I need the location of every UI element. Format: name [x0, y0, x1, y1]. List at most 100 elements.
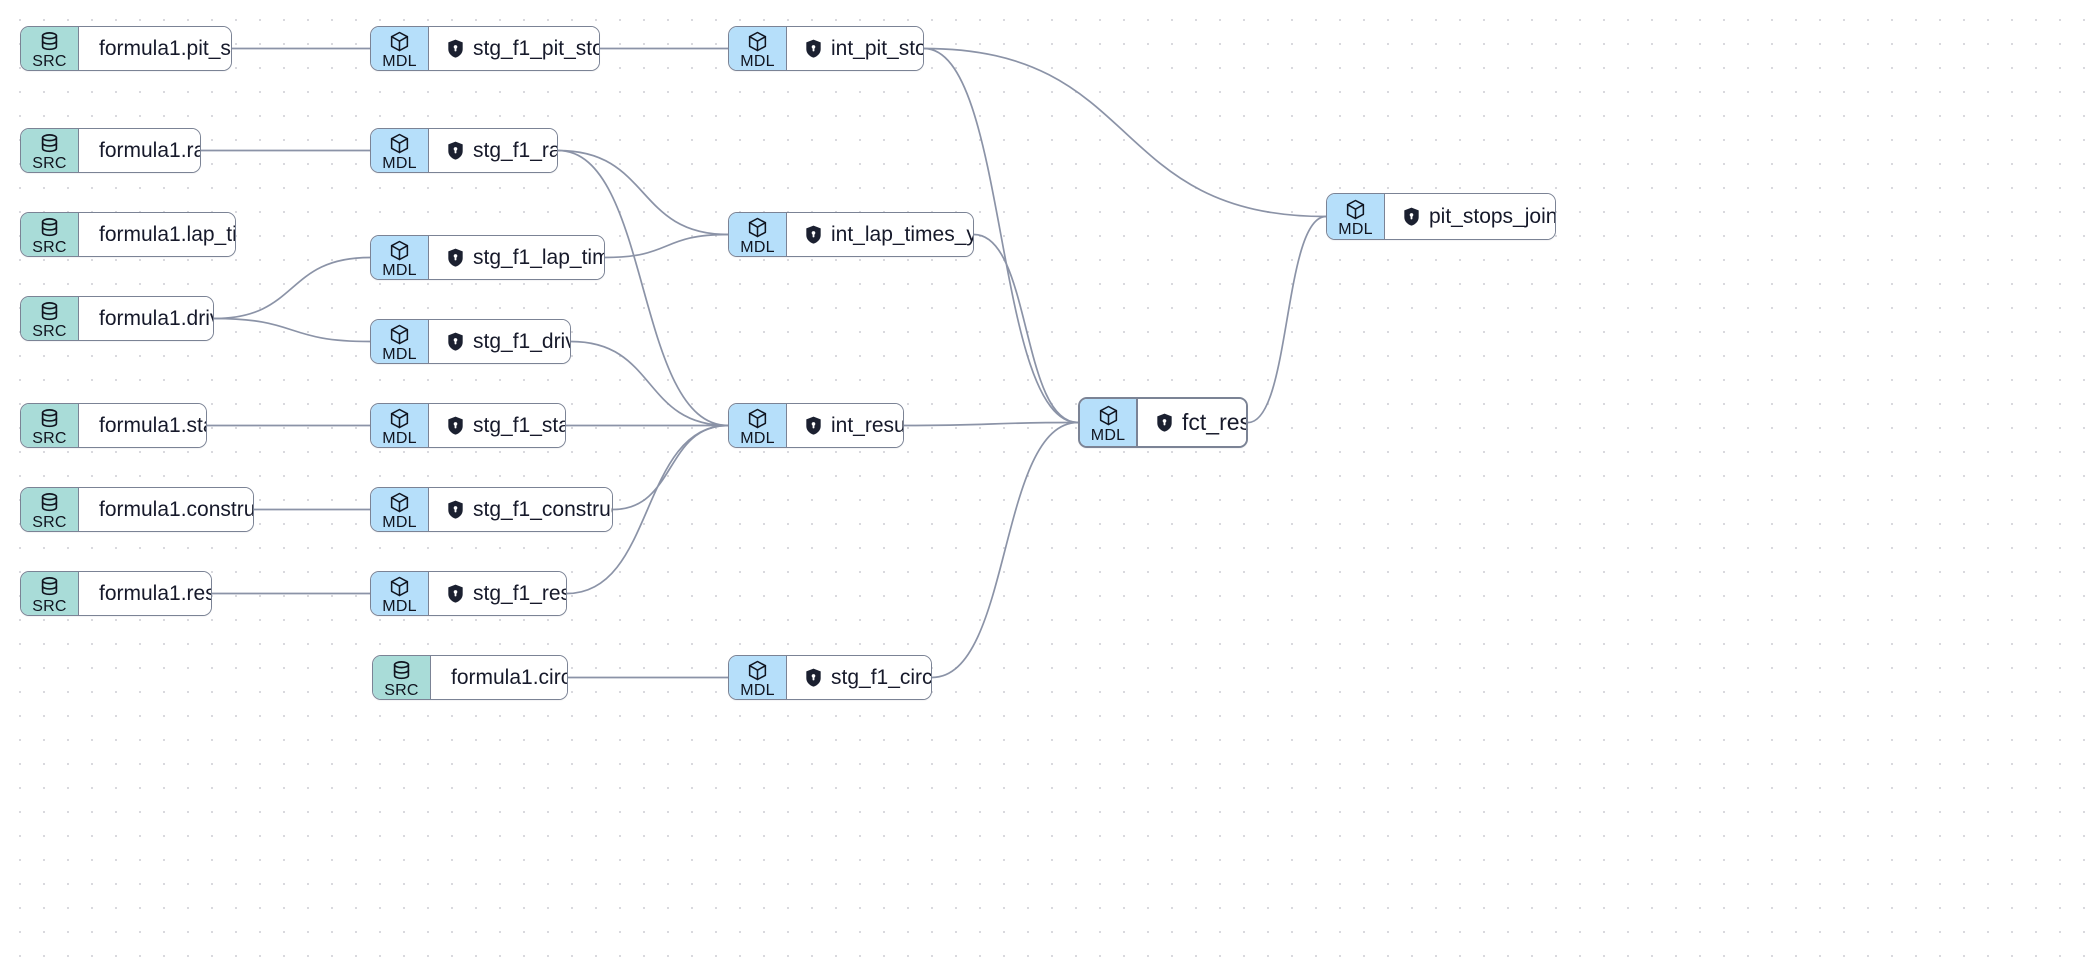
node-label: formula1.status [99, 414, 206, 437]
database-icon [38, 30, 61, 53]
node-label: stg_f1_drivers [473, 330, 570, 353]
shield-icon [805, 39, 822, 58]
edge-stg_races-to-int_lap_times_yrs [557, 149, 729, 236]
database-icon [390, 659, 413, 682]
model-badge: MDL [371, 320, 429, 363]
graph-node-int_results[interactable]: MDL int_results [728, 403, 904, 448]
node-body: formula1.pit_stops [79, 27, 231, 70]
source-badge: SRC [21, 572, 79, 615]
cube-icon [746, 407, 769, 430]
shield-icon [447, 141, 464, 160]
model-badge: MDL [729, 404, 787, 447]
node-label: fct_results [1182, 409, 1246, 435]
shield-icon [447, 416, 464, 435]
cube-icon [1097, 404, 1120, 427]
node-body: formula1.circuits [431, 656, 567, 699]
shield-icon [805, 416, 822, 435]
graph-node-src_status[interactable]: SRC formula1.status [20, 403, 207, 448]
shield-icon [1403, 207, 1420, 226]
node-body: formula1.drivers [79, 297, 213, 340]
graph-node-int_lap_times_yrs[interactable]: MDL int_lap_times_years [728, 212, 974, 257]
cube-icon [388, 407, 411, 430]
edge-stg_lap_times-to-int_lap_times_yrs [604, 233, 729, 259]
node-label: pit_stops_joined [1429, 205, 1556, 228]
node-kind-label: MDL [740, 52, 775, 70]
model-badge: MDL [371, 27, 429, 70]
model-badge: MDL [371, 129, 429, 172]
node-body: stg_f1_pit_stops [429, 27, 599, 70]
model-badge: MDL [729, 656, 787, 699]
node-body: fct_results [1138, 399, 1246, 446]
edge-stg_constructors-to-int_results [612, 424, 729, 511]
cube-icon [746, 30, 769, 53]
edge-int_lap_times_yrs-to-fct_results [973, 233, 1079, 424]
model-badge: MDL [371, 572, 429, 615]
node-label: formula1.lap_times [99, 223, 236, 246]
graph-node-src_results[interactable]: SRC formula1.results [20, 571, 212, 616]
graph-node-src_pit_stops[interactable]: SRC formula1.pit_stops [20, 26, 232, 71]
node-kind-label: SRC [32, 597, 67, 615]
node-label: formula1.circuits [451, 666, 567, 689]
node-body: int_lap_times_years [787, 213, 973, 256]
node-body: formula1.results [79, 572, 211, 615]
node-label: formula1.drivers [99, 307, 213, 330]
cube-icon [746, 216, 769, 239]
shield-icon [447, 39, 464, 58]
database-icon [38, 216, 61, 239]
shield-icon [447, 332, 464, 351]
node-body: stg_f1_constructors [429, 488, 612, 531]
edge-stg_races-to-int_results [557, 149, 729, 427]
graph-node-stg_results[interactable]: MDL stg_f1_results [370, 571, 567, 616]
graph-node-fct_results[interactable]: MDL fct_results [1078, 397, 1248, 448]
node-kind-label: MDL [740, 238, 775, 256]
shield-icon [1156, 413, 1173, 432]
node-label: formula1.pit_stops [99, 37, 231, 60]
database-icon [38, 300, 61, 323]
node-kind-label: SRC [32, 238, 67, 256]
edge-stg_circuits-to-fct_results [931, 421, 1079, 679]
node-label: stg_f1_status [473, 414, 565, 437]
graph-node-stg_drivers[interactable]: MDL stg_f1_drivers [370, 319, 571, 364]
source-badge: SRC [21, 488, 79, 531]
node-body: formula1.status [79, 404, 206, 447]
database-icon [38, 491, 61, 514]
model-badge: MDL [729, 213, 787, 256]
node-label: stg_f1_constructors [473, 498, 612, 521]
cube-icon [388, 132, 411, 155]
database-icon [38, 407, 61, 430]
graph-node-stg_circuits[interactable]: MDL stg_f1_circuits [728, 655, 932, 700]
node-body: stg_f1_circuits [787, 656, 931, 699]
node-kind-label: MDL [740, 681, 775, 699]
node-kind-label: MDL [382, 261, 417, 279]
cube-icon [388, 323, 411, 346]
model-badge: MDL [1080, 399, 1138, 446]
node-label: stg_f1_pit_stops [473, 37, 599, 60]
graph-node-src_lap_times[interactable]: SRC formula1.lap_times [20, 212, 236, 257]
node-body: stg_f1_races [429, 129, 557, 172]
model-badge: MDL [1327, 194, 1385, 239]
graph-node-stg_pit_stops[interactable]: MDL stg_f1_pit_stops [370, 26, 600, 71]
node-label: int_results [831, 414, 904, 437]
model-badge: MDL [371, 236, 429, 279]
edge-int_pit_stops-to-pit_stops_joined [923, 47, 1327, 218]
node-body: stg_f1_status [429, 404, 565, 447]
graph-node-stg_status[interactable]: MDL stg_f1_status [370, 403, 566, 448]
graph-node-pit_stops_joined[interactable]: MDL pit_stops_joined [1326, 193, 1556, 240]
node-body: stg_f1_drivers [429, 320, 570, 363]
source-badge: SRC [21, 404, 79, 447]
cube-icon [746, 659, 769, 682]
node-label: stg_f1_results [473, 582, 566, 605]
node-kind-label: SRC [32, 52, 67, 70]
model-badge: MDL [371, 404, 429, 447]
edge-int_results-to-fct_results [903, 421, 1079, 427]
